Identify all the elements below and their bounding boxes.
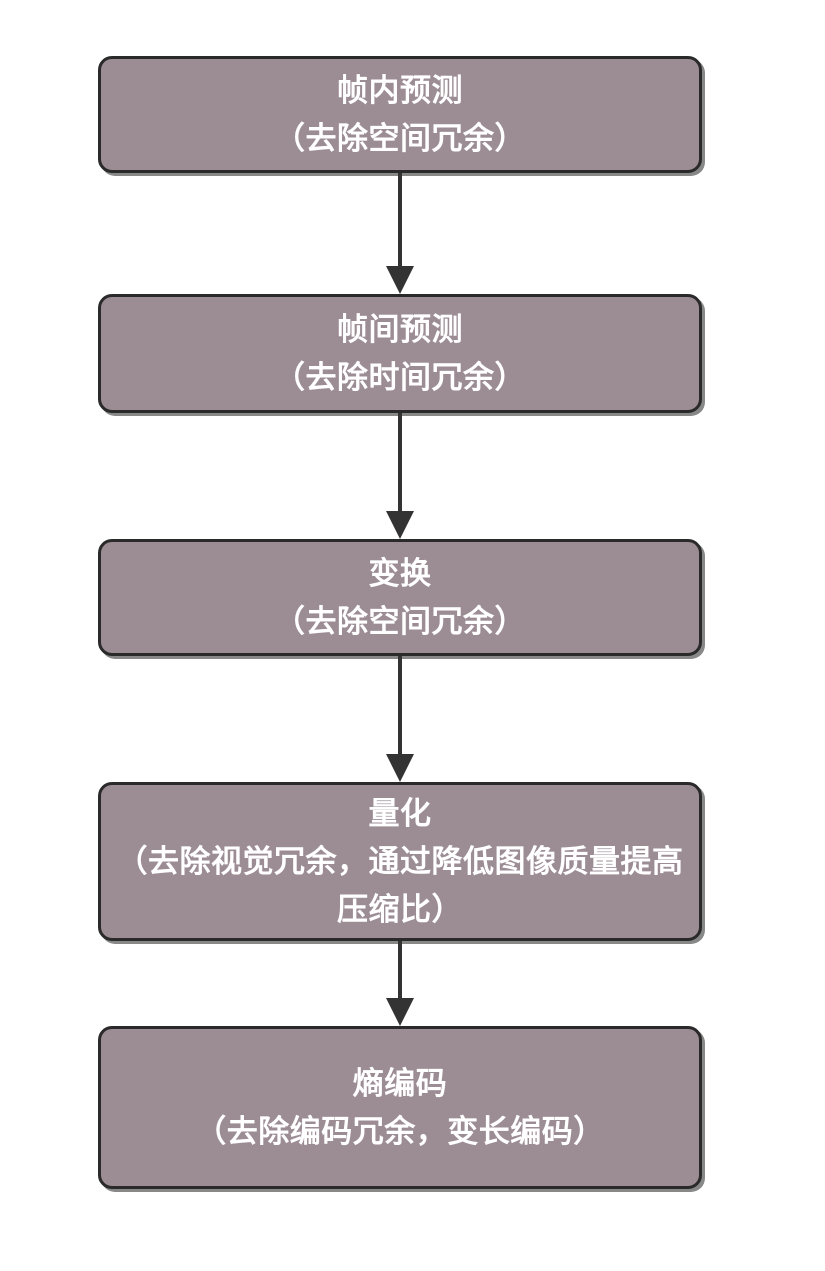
flowchart-node-transform[interactable]: 变换 （去除空间冗余） [98, 539, 702, 656]
connector-inter-to-transform [0, 413, 825, 539]
flowchart-node-entropy-coding[interactable]: 熵编码 （去除编码冗余，变长编码） [98, 1026, 702, 1189]
down-arrow-icon [386, 754, 414, 782]
node-subtitle: （去除空间冗余） [274, 603, 526, 639]
connector-transform-to-quantization [0, 656, 825, 782]
down-arrow-icon [386, 998, 414, 1026]
connector-line [398, 941, 402, 998]
node-title: 帧内预测 [337, 72, 463, 108]
connector-line [398, 173, 402, 266]
down-arrow-icon [386, 266, 414, 294]
flowchart-node-quantization[interactable]: 量化 （去除视觉冗余，通过降低图像质量提高压缩比） [98, 782, 702, 941]
connector-line [398, 413, 402, 511]
node-title: 变换 [368, 555, 432, 591]
flowchart-node-intra-prediction[interactable]: 帧内预测 （去除空间冗余） [98, 56, 702, 173]
node-subtitle: （去除空间冗余） [274, 120, 526, 156]
flowchart-node-inter-prediction[interactable]: 帧间预测 （去除时间冗余） [98, 294, 702, 413]
node-subtitle: （去除视觉冗余，通过降低图像质量提高压缩比） [116, 843, 684, 927]
down-arrow-icon [386, 511, 414, 539]
node-title: 量化 [368, 795, 432, 831]
connector-quantization-to-entropy [0, 941, 825, 1026]
connector-intra-to-inter [0, 173, 825, 294]
node-title: 帧间预测 [337, 311, 463, 347]
node-title: 熵编码 [352, 1065, 448, 1101]
node-subtitle: （去除时间冗余） [274, 359, 526, 395]
node-subtitle: （去除编码冗余，变长编码） [195, 1113, 605, 1149]
connector-line [398, 656, 402, 754]
